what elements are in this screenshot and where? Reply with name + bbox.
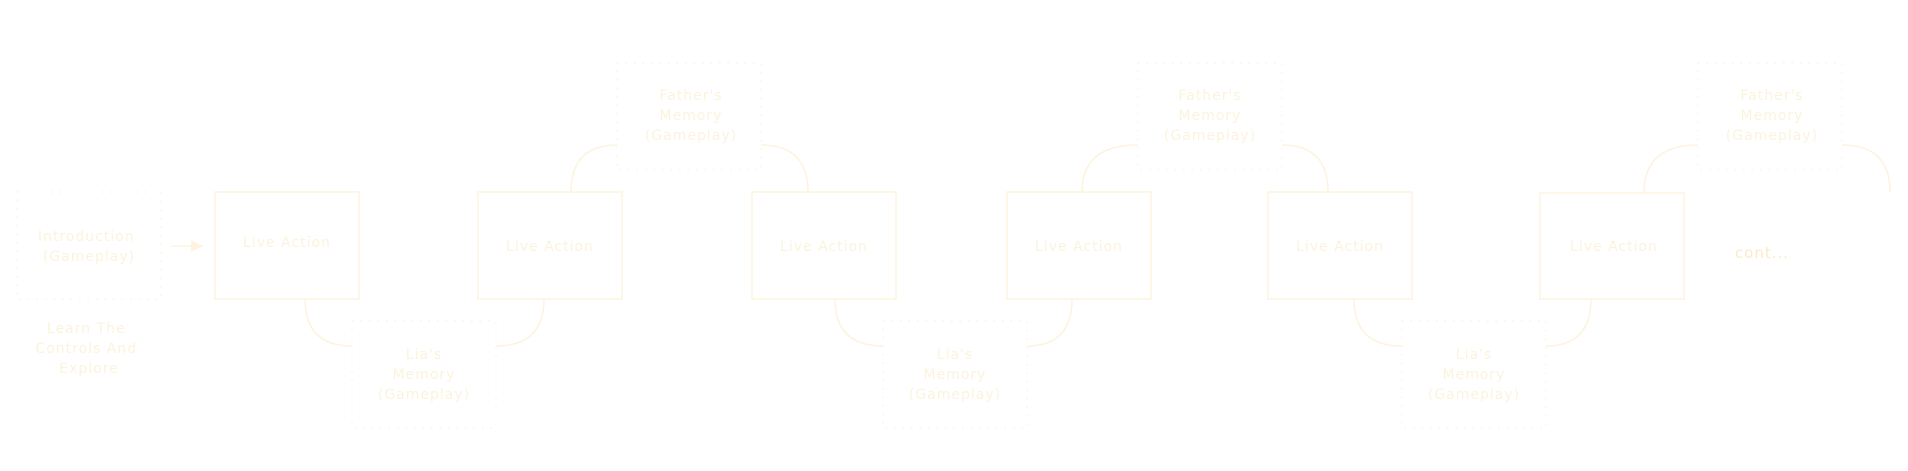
arc-lia2-to-live4 xyxy=(1026,298,1073,347)
intro-label: Introduction (Gameplay) xyxy=(38,229,140,265)
arc-live6-to-father3 xyxy=(1643,144,1699,194)
arc-live3-to-lia2 xyxy=(834,298,884,347)
live-action-2: Live Action xyxy=(477,191,623,300)
svg-text:Live Action: Live Action xyxy=(1570,239,1658,255)
arc-father3-onward xyxy=(1841,144,1891,193)
arc-lia1-to-live2 xyxy=(495,298,545,347)
svg-text:Live Action: Live Action xyxy=(506,239,594,255)
intro-box xyxy=(16,191,162,300)
arc-live2-to-father1 xyxy=(570,144,618,193)
intro-caption: Learn The Controls And Explore xyxy=(35,321,142,377)
arc-live5-to-lia3 xyxy=(1353,298,1403,347)
live-action-5: Live Action xyxy=(1267,191,1413,300)
continuation-label: cont... xyxy=(1735,244,1789,262)
arc-live4-to-father2 xyxy=(1081,144,1139,193)
arc-live1-to-lia1 xyxy=(304,298,353,347)
svg-text:Live Action: Live Action xyxy=(243,235,331,251)
svg-text:Live Action: Live Action xyxy=(1035,239,1123,255)
live-action-4: Live Action xyxy=(1006,191,1152,300)
arc-lia3-to-live6 xyxy=(1545,298,1592,347)
arc-father1-to-live3 xyxy=(760,144,809,193)
svg-text:Live Action: Live Action xyxy=(1296,239,1384,255)
arc-father2-to-live5 xyxy=(1281,144,1329,193)
live-action-6: Live Action xyxy=(1539,192,1685,300)
svg-text:Live Action: Live Action xyxy=(780,239,868,255)
live-action-1: Live Action xyxy=(214,191,360,300)
live-action-3: Live Action xyxy=(751,191,897,300)
